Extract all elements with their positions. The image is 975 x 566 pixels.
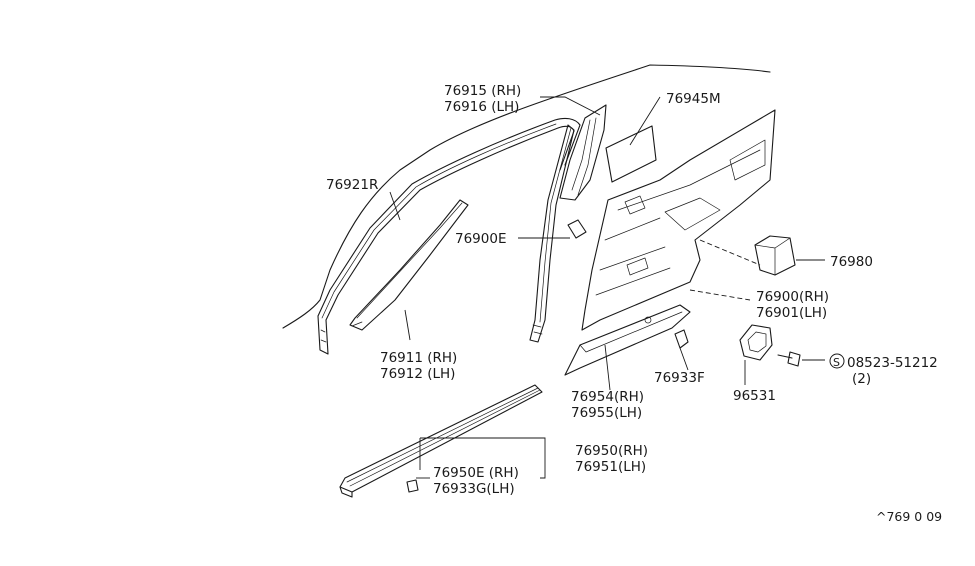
label-76900e: 76900E (455, 231, 506, 247)
kicking-plate-76954 (564, 304, 691, 376)
label-76933f: 76933F (654, 370, 705, 386)
label-76916: 76916 (LH) (444, 99, 519, 115)
clip-76950e (406, 479, 419, 493)
front-pillar-garnish-76911 (349, 199, 469, 331)
label-76933g: 76933G(LH) (433, 481, 515, 497)
label-76912: 76912 (LH) (380, 366, 455, 382)
label-76954: 76954(RH) (571, 389, 644, 405)
reference-code: ^769 0 09 (876, 509, 942, 524)
box-76980 (754, 235, 796, 276)
body-outline (282, 64, 771, 329)
bracket-96531 (739, 324, 773, 361)
screw-symbol: S (833, 356, 840, 369)
label-08523-qty: (2) (852, 371, 871, 387)
label-76900: 76900(RH) (756, 289, 829, 305)
clip-76900e (567, 219, 587, 239)
label-08523: 08523-51212 (847, 355, 938, 371)
center-pillar-weatherstrip (529, 124, 575, 343)
screw-08523 (777, 351, 801, 367)
label-76945m: 76945M (666, 91, 721, 107)
front-weatherstrip-76921r (317, 117, 581, 355)
label-76951: 76951(LH) (575, 459, 646, 475)
label-76950: 76950(RH) (575, 443, 648, 459)
label-96531: 96531 (733, 388, 776, 404)
label-76950e: 76950E (RH) (433, 465, 519, 481)
label-76911: 76911 (RH) (380, 350, 457, 366)
rear-side-finisher-76900 (581, 109, 776, 331)
leader-lines (389, 96, 825, 479)
label-76915: 76915 (RH) (444, 83, 521, 99)
label-76955: 76955(LH) (571, 405, 642, 421)
label-76901: 76901(LH) (756, 305, 827, 321)
center-pillar-garnish-76915 (559, 104, 607, 201)
label-76980: 76980 (830, 254, 873, 270)
pad-76945m (605, 125, 657, 183)
label-76921r: 76921R (326, 177, 378, 193)
screw-symbol-circle (829, 353, 845, 369)
clip-76933f (674, 329, 689, 349)
callout-labels: 76915 (RH) 76916 (LH) 76945M 76921R 7690… (326, 83, 942, 524)
